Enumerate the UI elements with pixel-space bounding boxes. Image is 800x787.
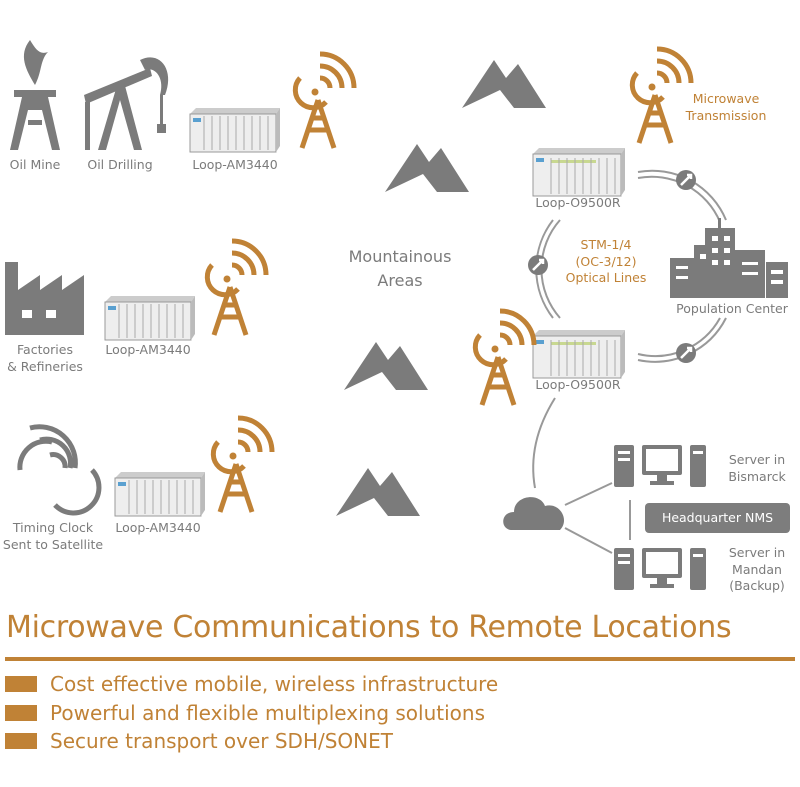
optical-coupler-icon-2 (526, 253, 550, 277)
loop-o9500r-device-2 (532, 329, 626, 379)
microwave-tower-icon-1 (295, 54, 354, 148)
loop-am3440-device-3 (114, 471, 206, 517)
oil-drilling-icon (84, 57, 169, 150)
mountain-icon-4 (336, 468, 420, 516)
optical-coupler-icon-3 (674, 341, 698, 365)
optical-lines-label: STM-1/4(OC-3/12)Optical Lines (565, 237, 647, 285)
headquarter-nms-box: Headquarter NMS (645, 503, 790, 533)
title-divider (5, 657, 795, 661)
loop-am3440-label-3: Loop-AM3440 (115, 520, 201, 535)
loop-o9500r-device-1 (532, 147, 626, 197)
population-center-icon (670, 218, 788, 298)
factories-label: Factories& Refineries (7, 342, 83, 374)
oil-mine-label: Oil Mine (9, 157, 61, 172)
cloud-icon (503, 497, 565, 530)
mountain-icon-3 (344, 342, 428, 390)
microwave-tower-icon-3 (207, 241, 266, 335)
loop-am3440-device-1 (189, 107, 281, 153)
mountain-icon-2 (385, 144, 469, 192)
loop-o9500r-label-1: Loop-O9500R (535, 195, 621, 210)
oil-drilling-label: Oil Drilling (87, 157, 153, 172)
microwave-tower-icon-4 (475, 311, 534, 405)
bullet-square-icon (5, 705, 37, 721)
satellite-dish-icon (17, 424, 102, 516)
mountain-icon-1 (462, 60, 546, 108)
population-center-label: Population Center (676, 301, 788, 316)
optical-coupler-icon-1 (674, 168, 698, 192)
bullet-item: Secure transport over SDH/SONET (5, 729, 393, 753)
microwave-tower-icon-5 (213, 418, 272, 512)
bullet-item: Powerful and flexible multiplexing solut… (5, 701, 485, 725)
oil-mine-icon (10, 40, 60, 150)
bullet-square-icon (5, 733, 37, 749)
bullet-square-icon (5, 676, 37, 692)
server-mandan-icon (614, 548, 706, 590)
factory-icon (5, 262, 84, 335)
microwave-tower-icon-2 (632, 49, 691, 143)
loop-am3440-label-2: Loop-AM3440 (105, 342, 191, 357)
loop-o9500r-label-2: Loop-O9500R (535, 377, 621, 392)
bullet-item: Cost effective mobile, wireless infrastr… (5, 672, 498, 696)
network-links (532, 397, 631, 554)
server-bismarck-icon (614, 445, 706, 487)
loop-am3440-label-1: Loop-AM3440 (192, 157, 278, 172)
page-title: Microwave Communications to Remote Locat… (6, 610, 732, 645)
loop-am3440-device-2 (104, 295, 196, 341)
